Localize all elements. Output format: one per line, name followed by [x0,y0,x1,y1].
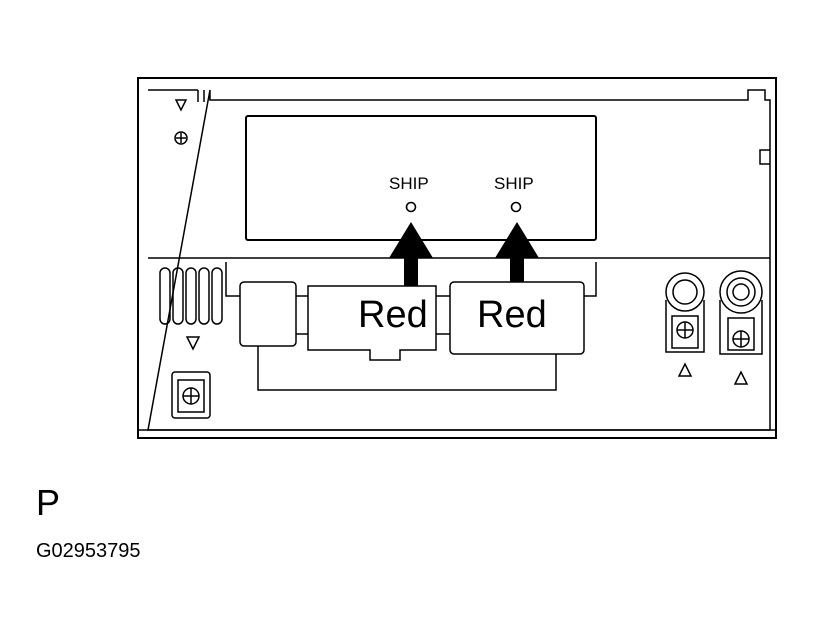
ship-indicator-left: SHIP [389,174,429,213]
terminal-screw-left [171,371,211,419]
ship-led-left-icon [405,201,417,213]
figure-code: G02953795 [36,540,141,562]
arrow-up-icon [389,222,433,288]
small-connector-box [239,281,297,347]
triangle-marker-icon [733,370,749,385]
screw-icon [174,131,188,145]
terminal-right-1 [665,272,705,353]
triangle-marker-icon [185,336,201,351]
triangle-marker-icon [174,99,188,112]
unit-outline [137,77,777,439]
triangle-marker-icon [677,362,693,377]
vent-slots [159,267,223,325]
ship-label-right: SHIP [494,174,534,193]
top-rail [147,89,771,431]
connector-label-right: Red [477,294,547,336]
connector-left: Red [307,285,437,361]
terminal-right-2 [719,270,763,355]
ship-indicator-right: SHIP [494,174,534,213]
arrow-up-icon [495,222,539,288]
connector-label-left: Red [358,294,428,336]
connector-right: Red [449,281,585,355]
ship-label-left: SHIP [389,174,429,193]
view-letter: P [36,482,61,523]
ship-led-right-icon [510,201,522,213]
